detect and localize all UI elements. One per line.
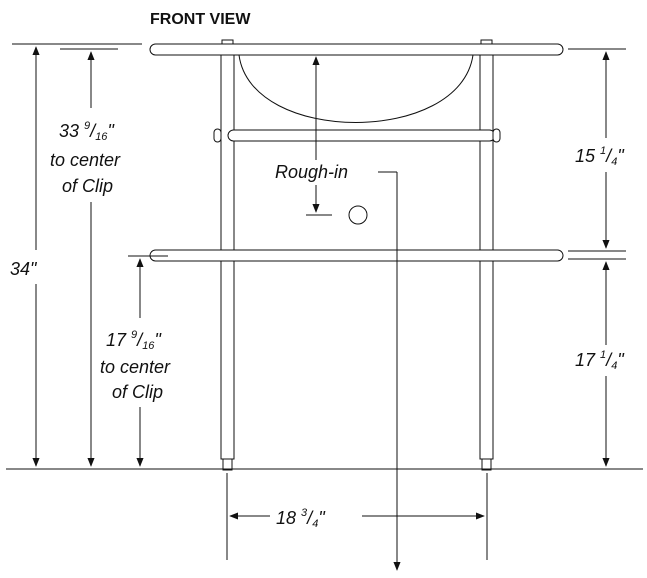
towel-bar-clip-right bbox=[492, 128, 501, 143]
overall-height-label: 34" bbox=[10, 259, 38, 279]
lower-right-label: 17 1/4" bbox=[575, 349, 625, 372]
diagram-title: FRONT VIEW bbox=[150, 11, 251, 28]
lower-clip-label-line3: of Clip bbox=[112, 382, 163, 402]
overall-height-label-bg bbox=[8, 250, 60, 284]
top-clip-label-line2: to center bbox=[50, 150, 121, 170]
top-clip-label-line3: of Clip bbox=[62, 176, 113, 196]
counter-top bbox=[149, 43, 564, 56]
right-dimensions: 15 1/4" 17 1/4" bbox=[568, 48, 626, 467]
basin-bowl bbox=[238, 54, 474, 123]
left-foot bbox=[222, 458, 233, 471]
rough-in-dimensions: Rough-in bbox=[275, 56, 401, 571]
right-foot bbox=[481, 458, 492, 471]
towel-bar-clip-left bbox=[213, 128, 222, 143]
top-clip-label-line1: 33 9/16" bbox=[59, 120, 115, 143]
lower-clip-label-line1: 17 9/16" bbox=[106, 329, 162, 352]
upper-right-label: 15 1/4" bbox=[575, 145, 625, 168]
lower-clip-label-line2: to center bbox=[100, 357, 171, 377]
width-label: 18 3/4" bbox=[276, 507, 326, 530]
rough-in-label: Rough-in bbox=[275, 162, 348, 182]
rough-in-circle bbox=[348, 205, 368, 225]
left-dimensions: 34" 33 9/16" to center of Clip 17 9/16" … bbox=[8, 43, 171, 467]
stand-structure bbox=[6, 39, 643, 471]
width-dimension: 18 3/4" bbox=[226, 473, 488, 560]
lower-shelf bbox=[149, 249, 564, 262]
towel-bar bbox=[227, 129, 496, 142]
